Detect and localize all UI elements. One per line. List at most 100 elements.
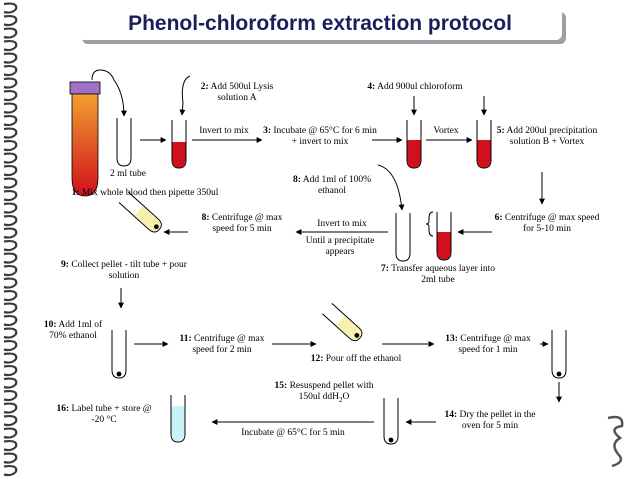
vortex-text: Vortex xyxy=(433,126,459,136)
step-13-text: Centrifuge @ max speed for 1 min xyxy=(458,334,531,355)
step-3-label: 3: Incubate @ 65°C for 6 min + invert to… xyxy=(262,126,378,148)
step-4-num: 4: xyxy=(367,82,376,92)
step-15-text: Resuspend pellet with 150ul ddH xyxy=(289,381,374,402)
incubate-65-label: Incubate @ 65°C for 5 min xyxy=(220,428,366,439)
spiral-loop xyxy=(3,214,18,227)
step-16-num: 16: xyxy=(56,404,70,414)
spiral-loop xyxy=(3,289,18,302)
step-16-text: Label tube + store @ -20 °C xyxy=(71,404,152,425)
invert-mix-2-label: Invert to mix xyxy=(300,219,384,230)
bracket-icon xyxy=(425,211,434,237)
add-ethanol-arrow xyxy=(377,164,405,211)
blood-tube xyxy=(69,81,101,197)
step-7-text: Transfer aqueous layer into 2ml tube xyxy=(391,264,495,285)
step-2-num: 2: xyxy=(200,82,209,92)
dry-pellet-tube xyxy=(551,330,567,379)
spiral-loop xyxy=(3,252,18,264)
precipitation-tube xyxy=(476,120,492,169)
spiral-loop xyxy=(3,377,18,389)
spiral-loop xyxy=(3,89,18,102)
page-title: Phenol-chloroform extraction protocol xyxy=(128,12,512,35)
step-15-num: 15: xyxy=(274,381,288,391)
invert-mix-2-text: Invert to mix xyxy=(317,219,367,229)
until-precipitate-text: Until a precipitate appears xyxy=(305,236,375,257)
step-11-label: 11: Centrifuge @ max speed for 2 min xyxy=(170,334,274,356)
step-9-num: 9: xyxy=(61,260,69,270)
empty-2ml-tube xyxy=(116,118,132,167)
title-box: Phenol-chloroform extraction protocol xyxy=(78,8,562,40)
step-16-label: 16: Label tube + store @ -20 °C xyxy=(54,404,154,426)
tube-2ml-label: 2 ml tube xyxy=(98,169,158,180)
ethanol-2ml-tube xyxy=(395,213,411,262)
resuspended-tube xyxy=(383,398,399,445)
step-1-num: 1: xyxy=(71,188,80,198)
spiral-loop xyxy=(3,339,18,352)
spiral-loop xyxy=(3,364,18,377)
spiral-loop xyxy=(3,164,18,177)
spiral-loop xyxy=(3,264,18,277)
tube-2ml-text: 2 ml tube xyxy=(110,169,146,179)
step-13-label: 13: Centrifuge @ max speed for 1 min xyxy=(436,334,540,356)
step-8a-num: 8: xyxy=(292,175,301,185)
add-lysis-arrow xyxy=(181,75,191,104)
pipette-arrow xyxy=(91,69,127,117)
step-14-num: 14: xyxy=(444,410,458,420)
spiral-loop xyxy=(3,327,18,339)
spiral-loop xyxy=(3,27,18,39)
step-9-text: Collect pellet - tilt tube + pour soluti… xyxy=(71,260,187,281)
step-14-text: Dry the pellet in the oven for 5 min xyxy=(459,410,536,431)
spiral-loop xyxy=(3,389,18,402)
spiral-loop xyxy=(3,127,18,139)
step-4-text: Add 900ul chloroform xyxy=(377,82,463,92)
step-6-label: 6: Centrifuge @ max speed for 5-10 min xyxy=(494,213,600,235)
spiral-loop xyxy=(3,189,18,202)
spiral-loop xyxy=(3,177,18,189)
step-1-label: 1: Mix whole blood then pipette 350ul xyxy=(40,188,250,199)
spiral-loop xyxy=(3,202,18,214)
invert-mix-label: Invert to mix xyxy=(190,126,258,137)
spiral-loop xyxy=(3,2,18,14)
step-8b-label: 8: Centrifuge @ max speed for 5 min xyxy=(190,213,294,235)
spiral-loop xyxy=(3,439,18,452)
step-5-label: 5: Add 200ul precipitation solution B + … xyxy=(494,126,600,148)
spiral-loop xyxy=(3,239,18,252)
step-2-text: Add 500ul Lysis solution A xyxy=(210,82,274,103)
spiral-loop xyxy=(3,39,18,52)
step-13-num: 13: xyxy=(445,334,458,344)
invert-mix-text: Invert to mix xyxy=(199,126,249,136)
step-12-text: Pour off the ethanol xyxy=(325,354,402,364)
step-5-num: 5: xyxy=(496,126,505,136)
spiral-loop xyxy=(3,64,18,77)
pour-ethanol-tube xyxy=(322,303,363,342)
step-7-num: 7: xyxy=(380,264,389,274)
step-8a-label: 8: Add 1ml of 100% ethanol xyxy=(280,175,384,197)
step-10-num: 10: xyxy=(43,320,57,330)
spiral-loop xyxy=(3,402,18,414)
step-11-num: 11: xyxy=(179,334,192,344)
step-6-text: Centrifuge @ max speed for 5-10 min xyxy=(504,213,600,234)
step-3-num: 3: xyxy=(263,126,271,136)
spiral-binding-icon xyxy=(3,2,18,477)
spiral-loop xyxy=(3,102,18,114)
spiral-loop xyxy=(3,314,18,327)
step-12-num: 12: xyxy=(310,354,324,364)
step-12-label: 12: Pour off the ethanol xyxy=(296,354,416,365)
spiral-loop xyxy=(3,464,18,477)
spiral-loop xyxy=(3,427,18,439)
step-2-label: 2: Add 500ul Lysis solution A xyxy=(186,82,288,104)
step-15-label: 15: Resuspend pellet with 150ul ddH2O xyxy=(270,381,378,406)
spiral-loop xyxy=(3,414,18,427)
spiral-loop xyxy=(3,227,18,239)
step-6-num: 6: xyxy=(494,213,503,223)
spiral-loop xyxy=(3,114,18,127)
step-4-label: 4: Add 900ul chloroform xyxy=(350,82,480,93)
step-8b-num: 8: xyxy=(201,213,210,223)
step-10-text: Add 1ml of 70% ethanol xyxy=(49,320,103,341)
spiral-loop xyxy=(3,302,18,314)
step-15-sub: 2 xyxy=(339,395,343,404)
chloroform-tube xyxy=(406,120,422,169)
spiral-loop xyxy=(3,352,18,364)
step-15-tail: O xyxy=(342,392,350,402)
